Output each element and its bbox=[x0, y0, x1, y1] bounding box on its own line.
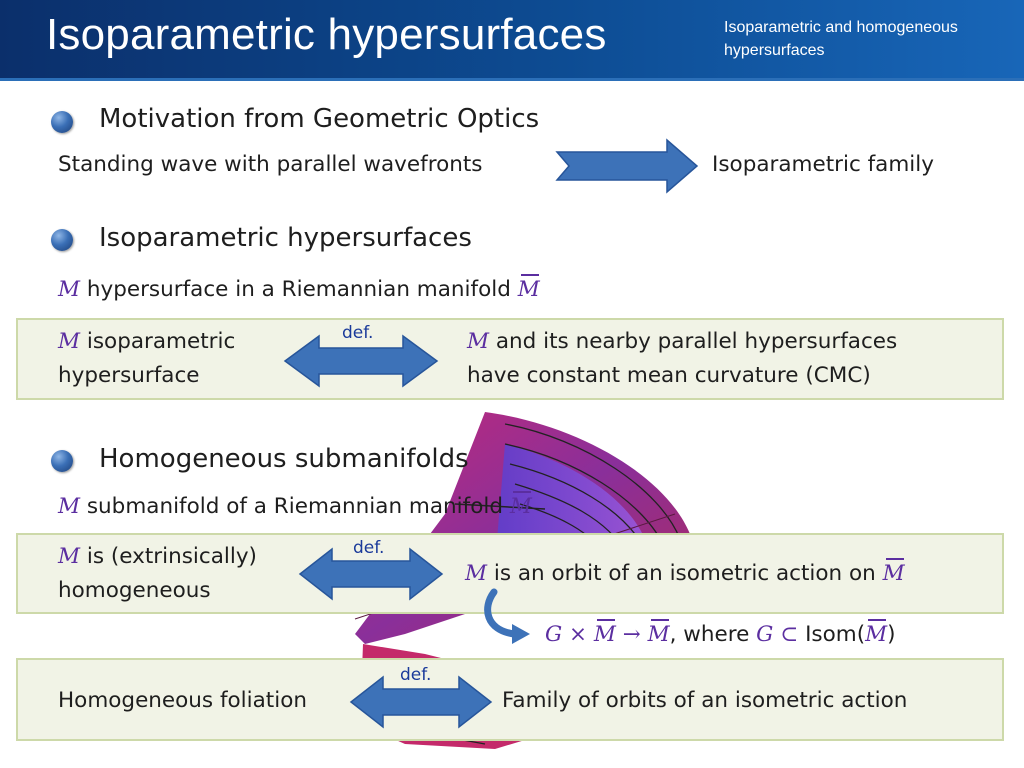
hom-left-text: is (extrinsically) bbox=[86, 544, 257, 569]
symbol-mbar: M bbox=[510, 490, 532, 524]
foliation-left-text: Homogeneous foliation bbox=[58, 688, 307, 713]
symbol-g: G bbox=[756, 622, 774, 647]
symbol-m: M bbox=[467, 329, 490, 354]
action-line: G × M → M, where G ⊂ Isom(M) bbox=[545, 618, 896, 652]
close-paren: ) bbox=[887, 622, 896, 647]
double-arrow-icon bbox=[283, 334, 439, 388]
iso-left-line1: M isoparametric bbox=[58, 325, 235, 359]
hom-left-line1: M is (extrinsically) bbox=[58, 540, 257, 574]
isoparametric-family-text: Isoparametric family bbox=[712, 152, 934, 177]
isom-text: Isom( bbox=[805, 622, 866, 647]
submanifold-line: M submanifold of a Riemannian manifold M bbox=[58, 490, 532, 524]
def-label: def. bbox=[400, 665, 432, 685]
iso-right-text: and its nearby parallel hypersurfaces bbox=[495, 329, 898, 354]
symbol-mbar: M bbox=[883, 557, 905, 591]
symbol-m: M bbox=[58, 277, 81, 302]
iso-right-line2: have constant mean curvature (CMC) bbox=[467, 363, 871, 388]
double-arrow-icon bbox=[298, 547, 444, 601]
symbol-times: × bbox=[569, 622, 588, 647]
right-arrow-icon bbox=[555, 138, 699, 194]
title-bar: Isoparametric hypersurfaces Isoparametri… bbox=[0, 0, 1024, 81]
hom-left-line2: homogeneous bbox=[58, 578, 211, 603]
foliation-right-text: Family of orbits of an isometric action bbox=[502, 688, 908, 713]
slide-subtitle: Isoparametric and homogeneous hypersurfa… bbox=[724, 19, 958, 59]
definition-box-homogeneous bbox=[16, 533, 1004, 614]
iso-left-line2: hypersurface bbox=[58, 363, 200, 388]
section-heading-homogeneous: Homogeneous submanifolds bbox=[99, 444, 469, 474]
hom-right-text: is an orbit of an isometric action on bbox=[493, 561, 876, 586]
symbol-mbar: M bbox=[594, 618, 616, 652]
symbol-m: M bbox=[58, 494, 81, 519]
submanifold-text: submanifold of a Riemannian manifold bbox=[86, 494, 503, 519]
iso-left-text: isoparametric bbox=[86, 329, 236, 354]
section-heading-isoparametric: Isoparametric hypersurfaces bbox=[99, 223, 472, 253]
symbol-m: M bbox=[58, 329, 81, 354]
symbol-g: G bbox=[545, 622, 563, 647]
hypersurface-text: hypersurface in a Riemannian manifold bbox=[86, 277, 511, 302]
double-arrow-icon bbox=[349, 675, 493, 729]
symbol-mbar: M bbox=[518, 273, 540, 307]
def-label: def. bbox=[342, 323, 374, 343]
bullet-icon bbox=[51, 450, 73, 472]
symbol-m: M bbox=[58, 544, 81, 569]
symbol-arrow: → bbox=[622, 622, 641, 647]
hypersurface-definition-line: M hypersurface in a Riemannian manifold … bbox=[58, 273, 540, 307]
curved-arrow-icon bbox=[484, 588, 530, 644]
iso-right-line1: M and its nearby parallel hypersurfaces bbox=[467, 325, 897, 359]
bullet-icon bbox=[51, 111, 73, 133]
symbol-m: M bbox=[465, 561, 488, 586]
symbol-mbar: M bbox=[648, 618, 670, 652]
definition-box-isoparametric bbox=[16, 318, 1004, 400]
where-text: , where bbox=[669, 622, 750, 647]
symbol-subset: ⊂ bbox=[780, 622, 799, 647]
symbol-mbar: M bbox=[865, 618, 887, 652]
hom-right-line: M is an orbit of an isometric action on … bbox=[465, 557, 905, 591]
bullet-icon bbox=[51, 229, 73, 251]
slide-title: Isoparametric hypersurfaces bbox=[46, 10, 607, 59]
definition-box-foliation bbox=[16, 658, 1004, 741]
def-label: def. bbox=[353, 538, 385, 558]
section-heading-optics: Motivation from Geometric Optics bbox=[99, 104, 540, 134]
wave-text: Standing wave with parallel wavefronts bbox=[58, 152, 483, 177]
